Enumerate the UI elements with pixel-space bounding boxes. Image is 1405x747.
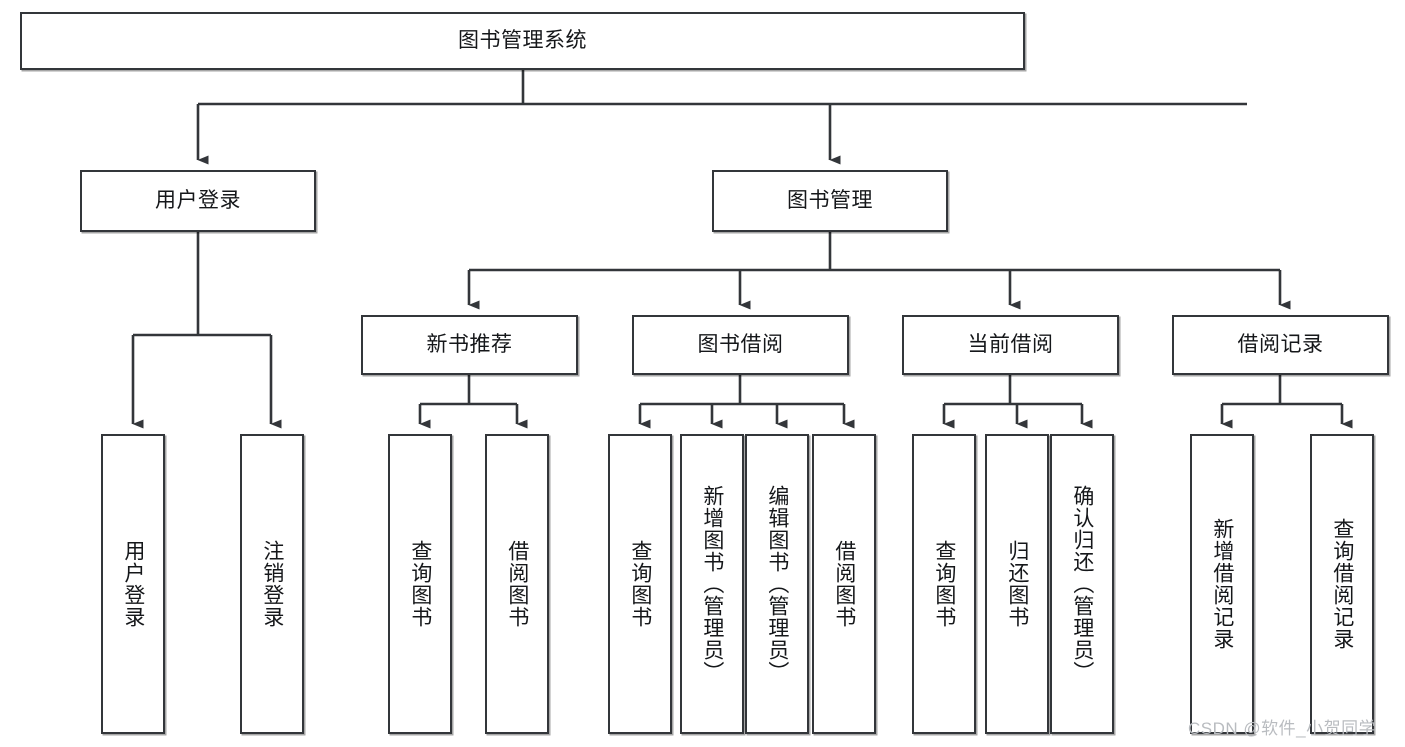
node-book-borrow-label: 图书借阅: [697, 332, 784, 356]
node-borrow-record[interactable]: 借阅记录: [1172, 315, 1389, 375]
node-leaf-query-book-1-label: 查询图书: [408, 540, 432, 628]
node-current-borrow-label: 当前借阅: [967, 332, 1054, 356]
node-leaf-add-book[interactable]: 新增图书（管理员）: [680, 434, 744, 734]
node-leaf-query-book-3[interactable]: 查询图书: [912, 434, 976, 734]
node-leaf-borrow-book-2[interactable]: 借阅图书: [812, 434, 876, 734]
node-leaf-borrow-book-1-label: 借阅图书: [505, 540, 529, 628]
node-leaf-user-login[interactable]: 用户登录: [101, 434, 165, 734]
node-borrow-record-label: 借阅记录: [1237, 332, 1324, 356]
node-leaf-add-record-label: 新增借阅记录: [1210, 518, 1234, 650]
node-leaf-borrow-book-2-label: 借阅图书: [832, 540, 856, 628]
node-leaf-edit-book-label: 编辑图书（管理员）: [765, 485, 789, 683]
node-user-login-label: 用户登录: [155, 188, 241, 212]
node-leaf-return-book[interactable]: 归还图书: [985, 434, 1049, 734]
node-leaf-add-book-label: 新增图书（管理员）: [700, 485, 724, 683]
node-leaf-logout-label: 注销登录: [260, 540, 284, 628]
node-leaf-query-book-1[interactable]: 查询图书: [388, 434, 452, 734]
node-current-borrow[interactable]: 当前借阅: [902, 315, 1119, 375]
node-new-book-recommend[interactable]: 新书推荐: [361, 315, 578, 375]
node-leaf-logout[interactable]: 注销登录: [240, 434, 304, 734]
node-root-label: 图书管理系统: [458, 28, 587, 52]
node-book-borrow[interactable]: 图书借阅: [632, 315, 849, 375]
node-leaf-edit-book[interactable]: 编辑图书（管理员）: [745, 434, 809, 734]
node-root[interactable]: 图书管理系统: [20, 12, 1025, 70]
node-leaf-user-login-label: 用户登录: [121, 540, 145, 628]
node-leaf-add-record[interactable]: 新增借阅记录: [1190, 434, 1254, 734]
node-new-book-recommend-label: 新书推荐: [426, 332, 513, 356]
node-leaf-query-book-3-label: 查询图书: [932, 540, 956, 628]
node-leaf-query-record-label: 查询借阅记录: [1330, 518, 1354, 650]
node-leaf-confirm-return[interactable]: 确认归还（管理员）: [1050, 434, 1114, 734]
node-book-manage-label: 图书管理: [787, 188, 873, 212]
node-leaf-borrow-book-1[interactable]: 借阅图书: [485, 434, 549, 734]
node-leaf-query-book-2-label: 查询图书: [628, 540, 652, 628]
node-leaf-confirm-return-label: 确认归还（管理员）: [1070, 485, 1094, 683]
node-leaf-query-record[interactable]: 查询借阅记录: [1310, 434, 1374, 734]
node-book-manage[interactable]: 图书管理: [712, 170, 948, 232]
node-leaf-return-book-label: 归还图书: [1005, 540, 1029, 628]
csdn-watermark: CSDN @软件_小贺同学: [1188, 719, 1377, 738]
node-leaf-query-book-2[interactable]: 查询图书: [608, 434, 672, 734]
node-user-login[interactable]: 用户登录: [80, 170, 316, 232]
